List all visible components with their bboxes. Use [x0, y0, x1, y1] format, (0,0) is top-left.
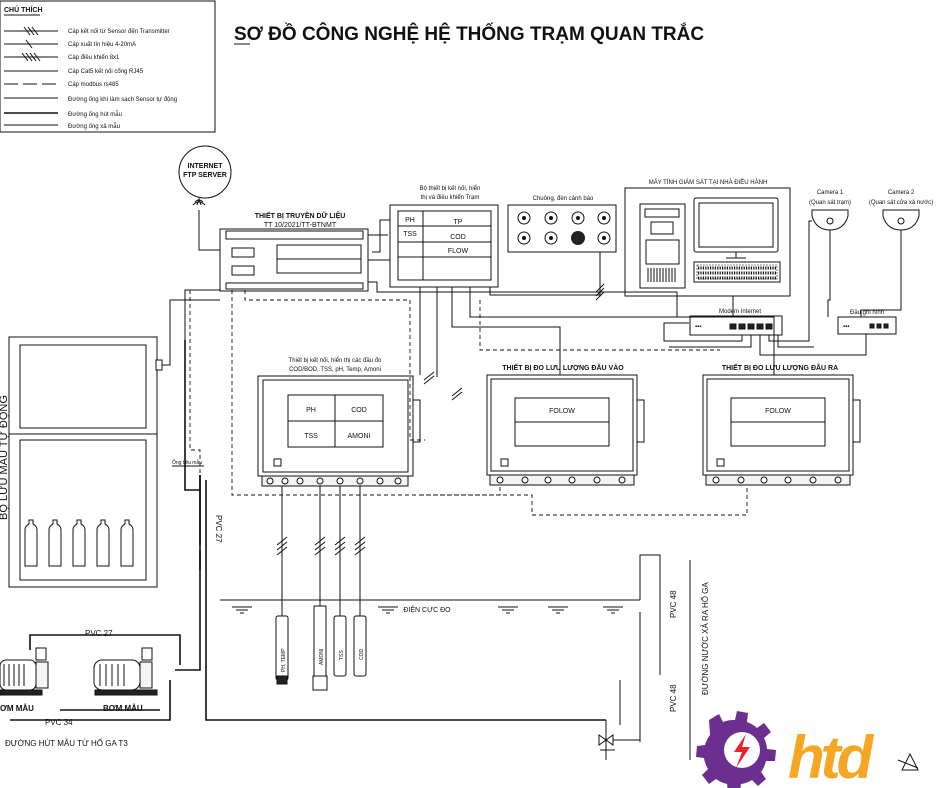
datalogger-title: THIẾT BỊ TRUYỀN DỮ LIỆU — [255, 210, 346, 220]
auto-sampler — [8, 336, 163, 588]
sensor-amoni: AMONI — [319, 649, 325, 665]
keyboard-icon — [693, 261, 781, 283]
company-logo: htd — [696, 711, 919, 788]
sampler-label: BỘ LƯU MẪU TỰ ĐỘNG — [0, 395, 10, 520]
flow-meter-outlet: THIẾT BỊ ĐO LƯU LƯỢNG ĐẦU RA FOLOW — [702, 362, 861, 486]
svg-text:▪▪▪: ▪▪▪ — [695, 324, 701, 330]
pump-icon — [0, 647, 49, 696]
camera-1: Camera 1 (Quan sát trạm) — [809, 190, 851, 231]
internet-node: INTERNET FTP SERVER — [178, 145, 232, 235]
pump-icon — [93, 647, 158, 696]
datalogger-standard: TT 10/2021/TT-BTNMT — [264, 222, 337, 229]
analyzer-unit: Thiết bị kết nối, hiển thị các đầu đo CO… — [257, 357, 421, 487]
logo-text: htd — [788, 724, 875, 788]
camera-1-note: (Quan sát trạm) — [809, 200, 851, 206]
controller-cell-cod: COD — [450, 234, 466, 241]
legend-item-2: Cáp xuất tín hiệu 4-20mA — [68, 42, 136, 48]
ftp-server-label: FTP SERVER — [183, 172, 227, 179]
sample-bottle-icon — [24, 519, 134, 567]
internet-modem: Modem Internet ▪▪▪ — [689, 309, 783, 336]
camera-2: Camera 2 (Quan sát cửa xả nước) — [869, 190, 933, 231]
analyzer-title-2: COD/BOD, TSS, pH, Temp, Amoni — [289, 367, 381, 373]
flow-out-label: THIẾT BỊ ĐO LƯU LƯỢNG ĐẦU RA — [722, 362, 838, 372]
alarm-light-icon — [517, 211, 611, 245]
sensor-ph: PH, TEMP — [281, 648, 287, 672]
controller-cell-flow: FLOW — [448, 248, 469, 255]
pvc27-horizontal: PVC 27 — [85, 629, 113, 638]
antenna-icon — [196, 197, 202, 206]
camera-2-note: (Quan sát cửa xả nước) — [869, 199, 933, 206]
legend: CHÚ THÍCH Cáp kết nối từ Sensor đến Tran… — [0, 0, 216, 133]
controller-title-1: Bộ thiết bị kết nối, hiển — [420, 185, 481, 192]
pvc27-vertical: PVC 27 — [214, 515, 223, 543]
sensor-probe-icon — [275, 605, 367, 691]
monitor-icon — [693, 197, 779, 259]
alarm-panel: Chuông, đèn cảnh báo — [507, 196, 617, 253]
drain-label: ĐƯỜNG NƯỚC XẢ RA HỐ GA — [700, 582, 710, 695]
pump-2-label: BƠM MẪU — [103, 704, 143, 713]
legend-item-1: Cáp kết nối từ Sensor đến Transmitter — [68, 29, 170, 35]
tower-vents — [647, 268, 676, 282]
controller-cell-tss: TSS — [403, 231, 417, 238]
electrode-label: ĐIỆN CỰC ĐO — [403, 605, 451, 614]
station-controller: Bộ thiết bị kết nối, hiển thị và điều kh… — [389, 185, 499, 288]
sensor-tss: TSS — [339, 650, 345, 660]
recorder-label: Đầu ghi hình — [850, 310, 884, 316]
legend-heading: CHÚ THÍCH — [4, 5, 43, 14]
pump-1-label: ƠM MẪU — [0, 704, 34, 713]
flow-in-screen: FOLOW — [549, 408, 575, 415]
legend-item-6: Đường ống khí làm sạch Sensor tự động — [68, 97, 177, 103]
legend-item-4: Cáp Cat5 kết nối cổng RJ45 — [68, 68, 144, 75]
valve-icon — [598, 734, 614, 746]
flow-in-label: THIẾT BỊ ĐO LƯU LƯỢNG ĐẦU VÀO — [502, 362, 624, 372]
controller-cell-ph: PH — [405, 217, 415, 224]
data-logger: THIẾT BỊ TRUYỀN DỮ LIỆU TT 10/2021/TT-BT… — [219, 210, 369, 292]
flow-meter-inlet: THIẾT BỊ ĐO LƯU LƯỢNG ĐẦU VÀO FOLOW — [486, 362, 645, 486]
analyzer-cell-cod: COD — [351, 407, 367, 414]
alarm-label: Chuông, đèn cảnh báo — [533, 196, 594, 202]
computer-label: MÁY TÍNH GIÁM SÁT TẠI NHÀ ĐIỀU HÀNH — [649, 179, 768, 186]
diagram-title: SƠ ĐỒ CÔNG NGHỆ HỆ THỐNG TRẠM QUAN TRẮC — [234, 23, 704, 45]
flow-out-screen: FOLOW — [765, 408, 791, 415]
legend-item-3: Cáp điều khiển 8x1 — [68, 54, 120, 61]
pvc34-label: PVC 34 — [45, 718, 73, 727]
siren-icon — [571, 231, 585, 245]
camera-1-name: Camera 1 — [817, 190, 844, 196]
pvc48-upper: PVC 48 — [669, 590, 678, 618]
analyzer-cell-amoni: AMONI — [348, 433, 371, 440]
pvc48-lower: PVC 48 — [669, 684, 678, 712]
lightning-icon — [734, 734, 750, 768]
legend-item-7: Đường ống hút mẫu — [68, 111, 122, 118]
svg-text:▪▪▪: ▪▪▪ — [843, 324, 849, 330]
valve-label: Ống tiêu mẫu — [172, 459, 202, 466]
analyzer-title-1: Thiết bị kết nối, hiển thị các đầu đo — [289, 357, 382, 364]
modem-label: Modem Internet — [719, 309, 761, 315]
legend-item-5: Cáp modbus rs485 — [68, 82, 119, 88]
intake-label: ĐƯỜNG HÚT MẪU TỪ HỐ GA T3 — [5, 738, 128, 748]
analyzer-cell-tss: TSS — [304, 433, 318, 440]
video-recorder: Đầu ghi hình ▪▪▪ — [837, 310, 897, 335]
rj45-port-icon — [729, 323, 773, 330]
analyzer-cell-ph: PH — [306, 407, 316, 414]
controller-cell-tp: TP — [454, 219, 463, 226]
camera-2-name: Camera 2 — [888, 190, 915, 196]
monitoring-computer: MÁY TÍNH GIÁM SÁT TẠI NHÀ ĐIỀU HÀNH — [624, 179, 791, 297]
sampling-tank — [199, 475, 661, 725]
legend-item-8: Đường ống xả mẫu — [68, 123, 120, 130]
sensor-cod: COD — [359, 649, 365, 661]
internet-label: INTERNET — [188, 163, 224, 170]
controller-title-2: thị và điều khiển Trạm — [421, 194, 480, 201]
